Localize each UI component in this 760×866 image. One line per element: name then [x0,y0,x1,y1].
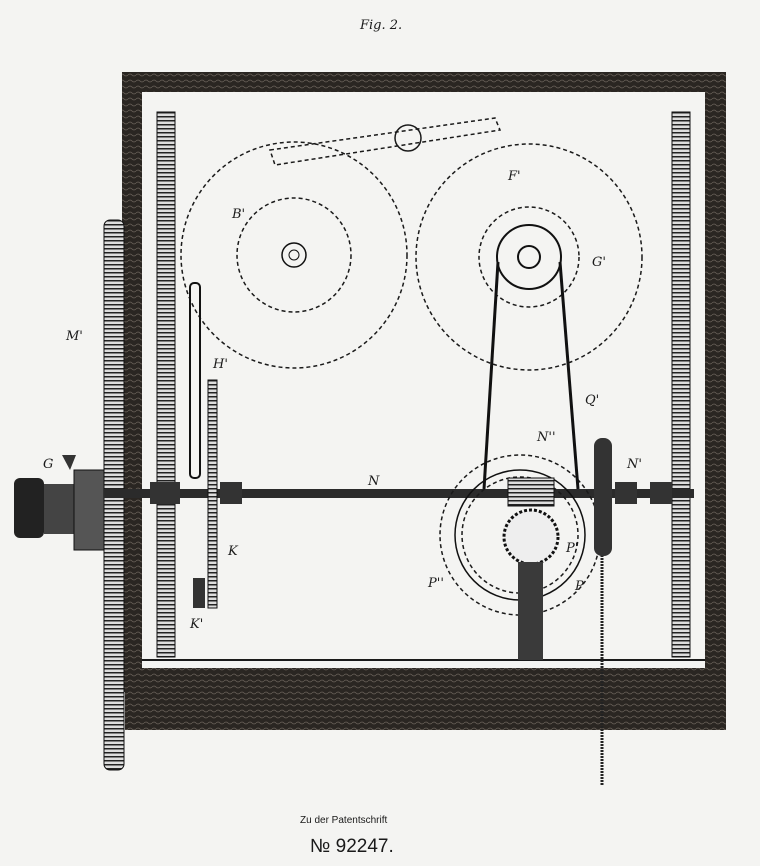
knob-g [14,455,105,551]
rod-h1 [189,282,201,479]
label-p2: P'' [427,576,444,591]
left-rail [156,111,176,658]
shaft-n [104,489,694,498]
pulley-g1 [496,224,562,290]
label-g1: G' [592,255,606,270]
figure-title: Fig. 2. [360,18,403,33]
right-rail [671,111,691,658]
gear-p1 [502,508,560,566]
caption: Zu der Patentschrift [300,815,388,826]
lever-arm [269,117,502,166]
label-m1: M' [65,329,83,344]
label-b1: B' [231,207,245,222]
label-n1: N' [626,457,642,472]
label-p: P [574,579,584,594]
patent-number: № 92247. [310,836,394,857]
worm-n2 [507,477,555,507]
bar-k [207,379,218,609]
label-k: K [227,544,239,559]
label-q1: Q' [585,393,599,408]
label-g: G [43,457,53,472]
pulley-n1 [594,438,612,556]
wooden-frame [122,72,726,730]
wheel-f1 [415,143,643,371]
bar-k1 [193,578,205,608]
label-k1: K' [189,617,203,632]
label-n2: N'' [536,430,556,445]
label-n: N [367,474,380,489]
label-p1: P' [565,541,578,556]
label-f1: F' [507,169,521,184]
wheel-b1 [180,141,408,369]
label-h1: H' [212,357,228,372]
